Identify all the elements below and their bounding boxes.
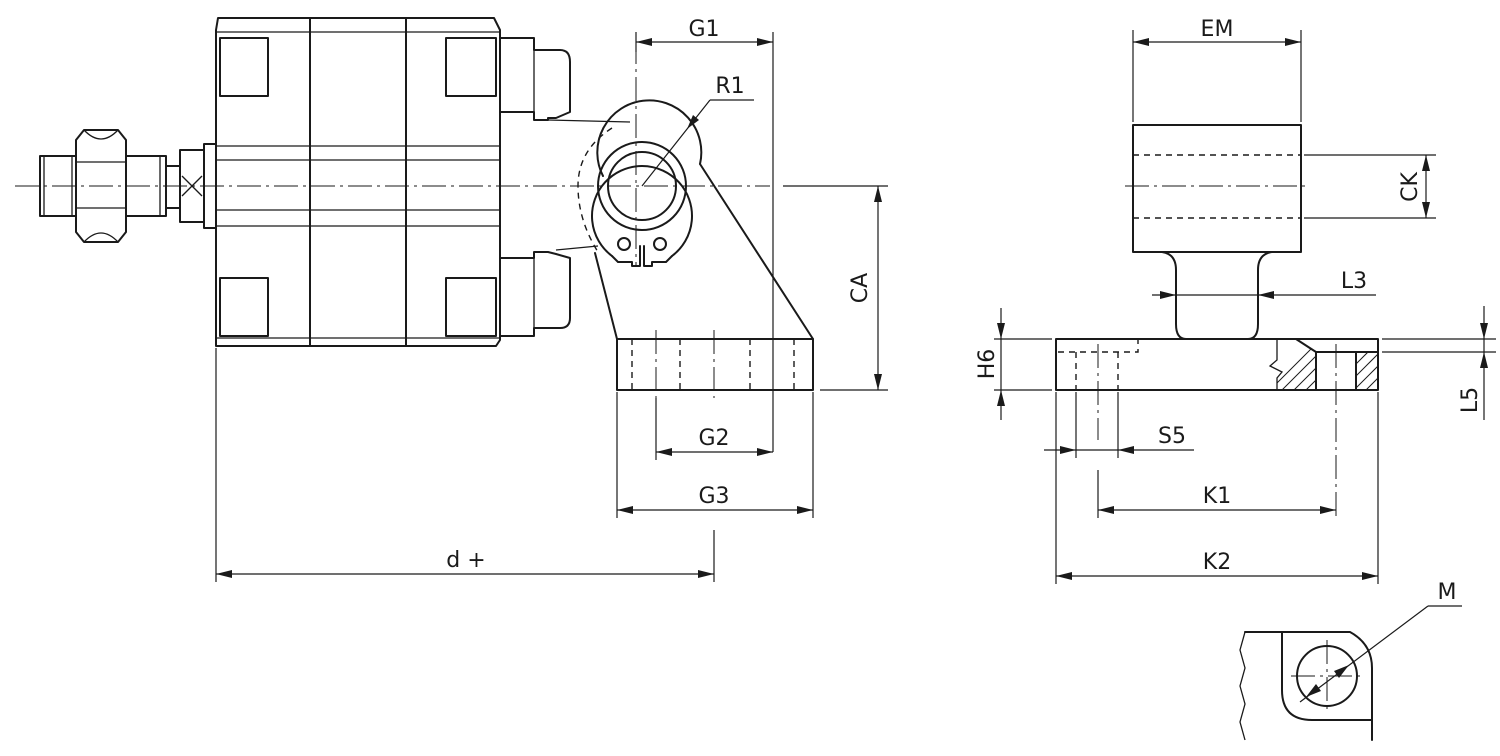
label-r1: R1 <box>715 74 744 99</box>
dim-g1: G1 <box>635 17 774 452</box>
label-g2: G2 <box>698 426 729 451</box>
dim-ck: CK <box>1304 154 1436 219</box>
dim-d-plus: d + <box>215 348 715 582</box>
label-d-plus: d + <box>446 548 485 573</box>
label-k1: K1 <box>1203 484 1231 509</box>
label-g1: G1 <box>688 17 719 42</box>
label-h6: H6 <box>975 349 1000 380</box>
dim-r1: R1 <box>641 74 754 187</box>
label-k2: K2 <box>1203 550 1231 575</box>
label-s5: S5 <box>1158 424 1186 449</box>
dim-ca: CA <box>783 185 888 391</box>
detail-mounting-hole: M <box>1239 580 1462 741</box>
label-em: EM <box>1201 17 1234 42</box>
dim-l5: L5 <box>1382 306 1496 420</box>
dim-h6: H6 <box>975 308 1052 420</box>
dim-k2: K2 <box>1055 392 1379 584</box>
cylinder-body <box>215 17 631 347</box>
dim-l3: L3 <box>1152 269 1376 299</box>
side-view: G1 R1 CA G2 G <box>15 17 888 582</box>
clevis-bracket <box>577 99 814 398</box>
label-l5: L5 <box>1458 387 1483 413</box>
dim-em: EM <box>1132 17 1302 122</box>
dim-g2: G2 <box>655 398 773 460</box>
dim-m: M <box>1299 580 1462 703</box>
dim-k1: K1 <box>1097 470 1336 518</box>
label-ca: CA <box>848 273 873 303</box>
front-view: EM CK L3 H6 <box>975 17 1496 584</box>
label-ck: CK <box>1398 172 1423 202</box>
label-g3: G3 <box>698 484 729 509</box>
label-l3: L3 <box>1341 269 1367 294</box>
clevis-pin-block <box>1125 124 1310 340</box>
label-m: M <box>1438 580 1457 605</box>
dim-s5: S5 <box>1044 392 1194 458</box>
dim-g3: G3 <box>616 392 814 518</box>
